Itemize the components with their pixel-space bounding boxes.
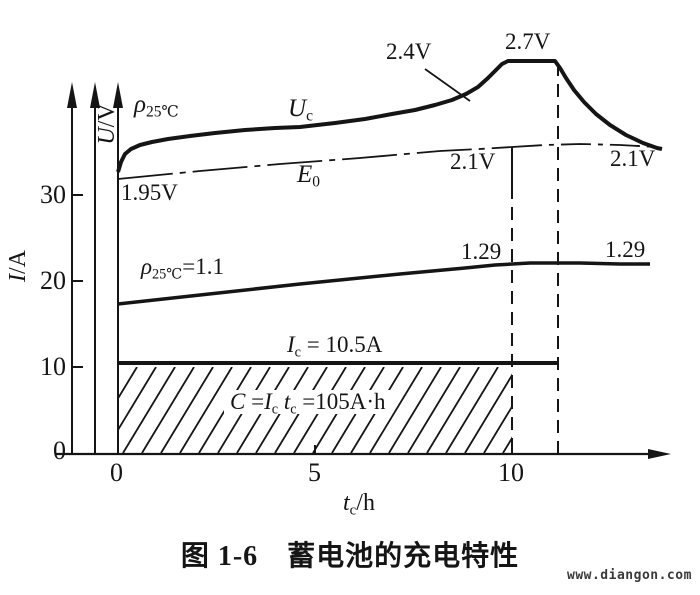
cap-value: =105A·h <box>296 389 386 414</box>
curve-label-ic: Ic = 10.5A <box>287 332 383 361</box>
y-tick-label-10: 10 <box>40 352 66 381</box>
x-axis-symbol: t <box>343 490 350 516</box>
x-axis-subscript: c <box>349 502 357 519</box>
rho-eq-value: =1.1 <box>182 254 224 279</box>
rho-eq-symbol: ρ <box>141 254 153 279</box>
annotation-1-29-left: 1.29 <box>461 239 502 264</box>
y-tick-label-30: 30 <box>40 180 66 209</box>
hatch-line <box>160 367 214 453</box>
x-tick-label-0: 0 <box>110 458 123 487</box>
cap-t-sub: c <box>290 401 297 418</box>
y-axis-voltage-arrow-1-icon <box>90 82 100 108</box>
hatch-line <box>464 373 512 453</box>
hatch-line <box>407 367 461 453</box>
hatch-line <box>426 367 480 453</box>
y-axis-unit: /A <box>5 250 31 274</box>
rho-symbol: ρ <box>134 91 146 118</box>
hatch-line <box>179 367 233 453</box>
uc-symbol: U <box>288 95 307 122</box>
y-axis-label-current: I/A <box>4 234 32 298</box>
hatch-line <box>483 404 512 453</box>
rho-eq-subscript: 25℃ <box>152 266 183 283</box>
hatch-line <box>122 367 176 453</box>
hatch-line <box>388 367 442 453</box>
cap-c: C <box>230 389 246 414</box>
e0-symbol: E <box>297 161 313 188</box>
annotation-1-29-right: 1.29 <box>605 237 646 262</box>
figure-caption: 图 1-6 蓄电池的充电特性 <box>180 541 520 572</box>
guide-lines <box>424 63 559 453</box>
x-axis-arrow-icon <box>648 449 671 459</box>
annotation-2-4v: 2.4V <box>386 39 432 64</box>
x-tick-label-10: 10 <box>498 458 524 487</box>
annotation-2-1v-right: 2.1V <box>610 146 656 171</box>
watermark-text: www.diangon.com <box>567 568 692 583</box>
hatch-line <box>118 367 138 401</box>
hatch-line <box>118 367 119 369</box>
rho-subscript: 25℃ <box>146 103 179 121</box>
cap-i: I <box>264 389 272 414</box>
ic-symbol: I <box>287 332 295 357</box>
cap-t: t <box>283 389 291 414</box>
y-axis-voltage-arrow-2-icon <box>113 82 123 108</box>
data-curves <box>116 59 663 365</box>
x-axis-label: tc/h <box>343 490 375 519</box>
y-axis-current-arrow-icon <box>67 82 77 108</box>
u-axis-symbol: U <box>94 127 120 145</box>
y-tick-label-20: 20 <box>40 266 66 295</box>
axes <box>55 82 671 459</box>
uc-subscript: c <box>306 107 313 125</box>
chart-canvas <box>55 59 671 459</box>
curve-label-rho-value: ρ25℃=1.1 <box>141 254 224 283</box>
curve-Uc <box>116 59 663 173</box>
curve-rho25 <box>117 261 650 306</box>
annotation-1-95v: 1.95V <box>121 180 178 205</box>
cap-eq1: = <box>245 389 265 414</box>
guide-leader-2-4V <box>424 68 471 102</box>
annotation-2-7v: 2.7V <box>505 29 551 54</box>
hatch-line <box>445 367 499 453</box>
e0-subscript: 0 <box>312 173 321 191</box>
capacity-formula: C =Ic tc =105A·h <box>224 389 392 418</box>
hatch-line <box>141 367 195 453</box>
hatch-line <box>369 367 423 453</box>
x-tick-label-5: 5 <box>308 458 321 487</box>
annotation-2-1v-left: 2.1V <box>450 149 496 174</box>
cap-i-sub: c <box>271 401 279 418</box>
x-axis-unit: /h <box>356 490 375 516</box>
curve-E0-chain-right <box>511 143 659 148</box>
curve-E0-chain-left <box>117 146 513 180</box>
y-tick-label-0: 0 <box>53 436 66 465</box>
ic-subscript: c <box>294 344 301 361</box>
u-axis-unit: /V <box>94 103 120 128</box>
curve-label-rho: ρ25℃ <box>134 91 179 121</box>
y-axis-symbol: I <box>5 274 31 282</box>
curve-label-uc: Uc <box>288 95 313 125</box>
y-axis-label-voltage: U/V <box>93 92 121 156</box>
hatch-line <box>118 367 157 432</box>
curve-label-e0: E0 <box>297 161 321 191</box>
ic-value: = 10.5A <box>301 332 383 357</box>
